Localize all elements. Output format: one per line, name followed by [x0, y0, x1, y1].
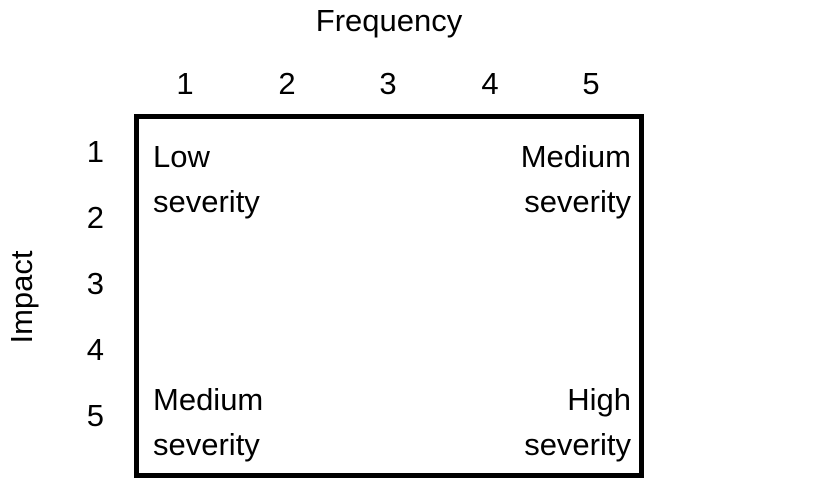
x-axis-title: Frequency: [315, 3, 463, 38]
matrix-cell-line-1: Low: [153, 139, 210, 174]
x-tick-5: 5: [582, 66, 600, 101]
matrix-cell-line-1: Medium: [153, 382, 264, 417]
matrix-cell-line-2: severity: [153, 184, 260, 219]
matrix-cell-medium-severity-bottom: Medium severity: [153, 377, 263, 467]
matrix-cell-line-2: severity: [524, 427, 631, 462]
matrix-cell-low-severity: Low severity: [153, 134, 260, 224]
matrix-plot-area: Low severity Medium severity Medium seve…: [134, 114, 644, 478]
y-tick-5: 5: [86, 398, 104, 433]
matrix-cell-line-1: Medium: [520, 139, 631, 174]
y-tick-1: 1: [86, 134, 104, 169]
matrix-cell-line-1: High: [567, 382, 631, 417]
x-tick-2: 2: [278, 66, 296, 101]
x-tick-4: 4: [481, 66, 499, 101]
matrix-cell-high-severity: High severity: [524, 377, 631, 467]
y-tick-2: 2: [86, 200, 104, 235]
matrix-cell-line-2: severity: [524, 184, 631, 219]
x-tick-3: 3: [379, 66, 397, 101]
matrix-cell-line-2: severity: [153, 427, 260, 462]
x-tick-1: 1: [176, 66, 194, 101]
y-tick-3: 3: [86, 266, 104, 301]
y-axis-title: Impact: [4, 250, 39, 344]
matrix-cell-medium-severity-top: Medium severity: [521, 134, 631, 224]
y-tick-4: 4: [86, 332, 104, 367]
